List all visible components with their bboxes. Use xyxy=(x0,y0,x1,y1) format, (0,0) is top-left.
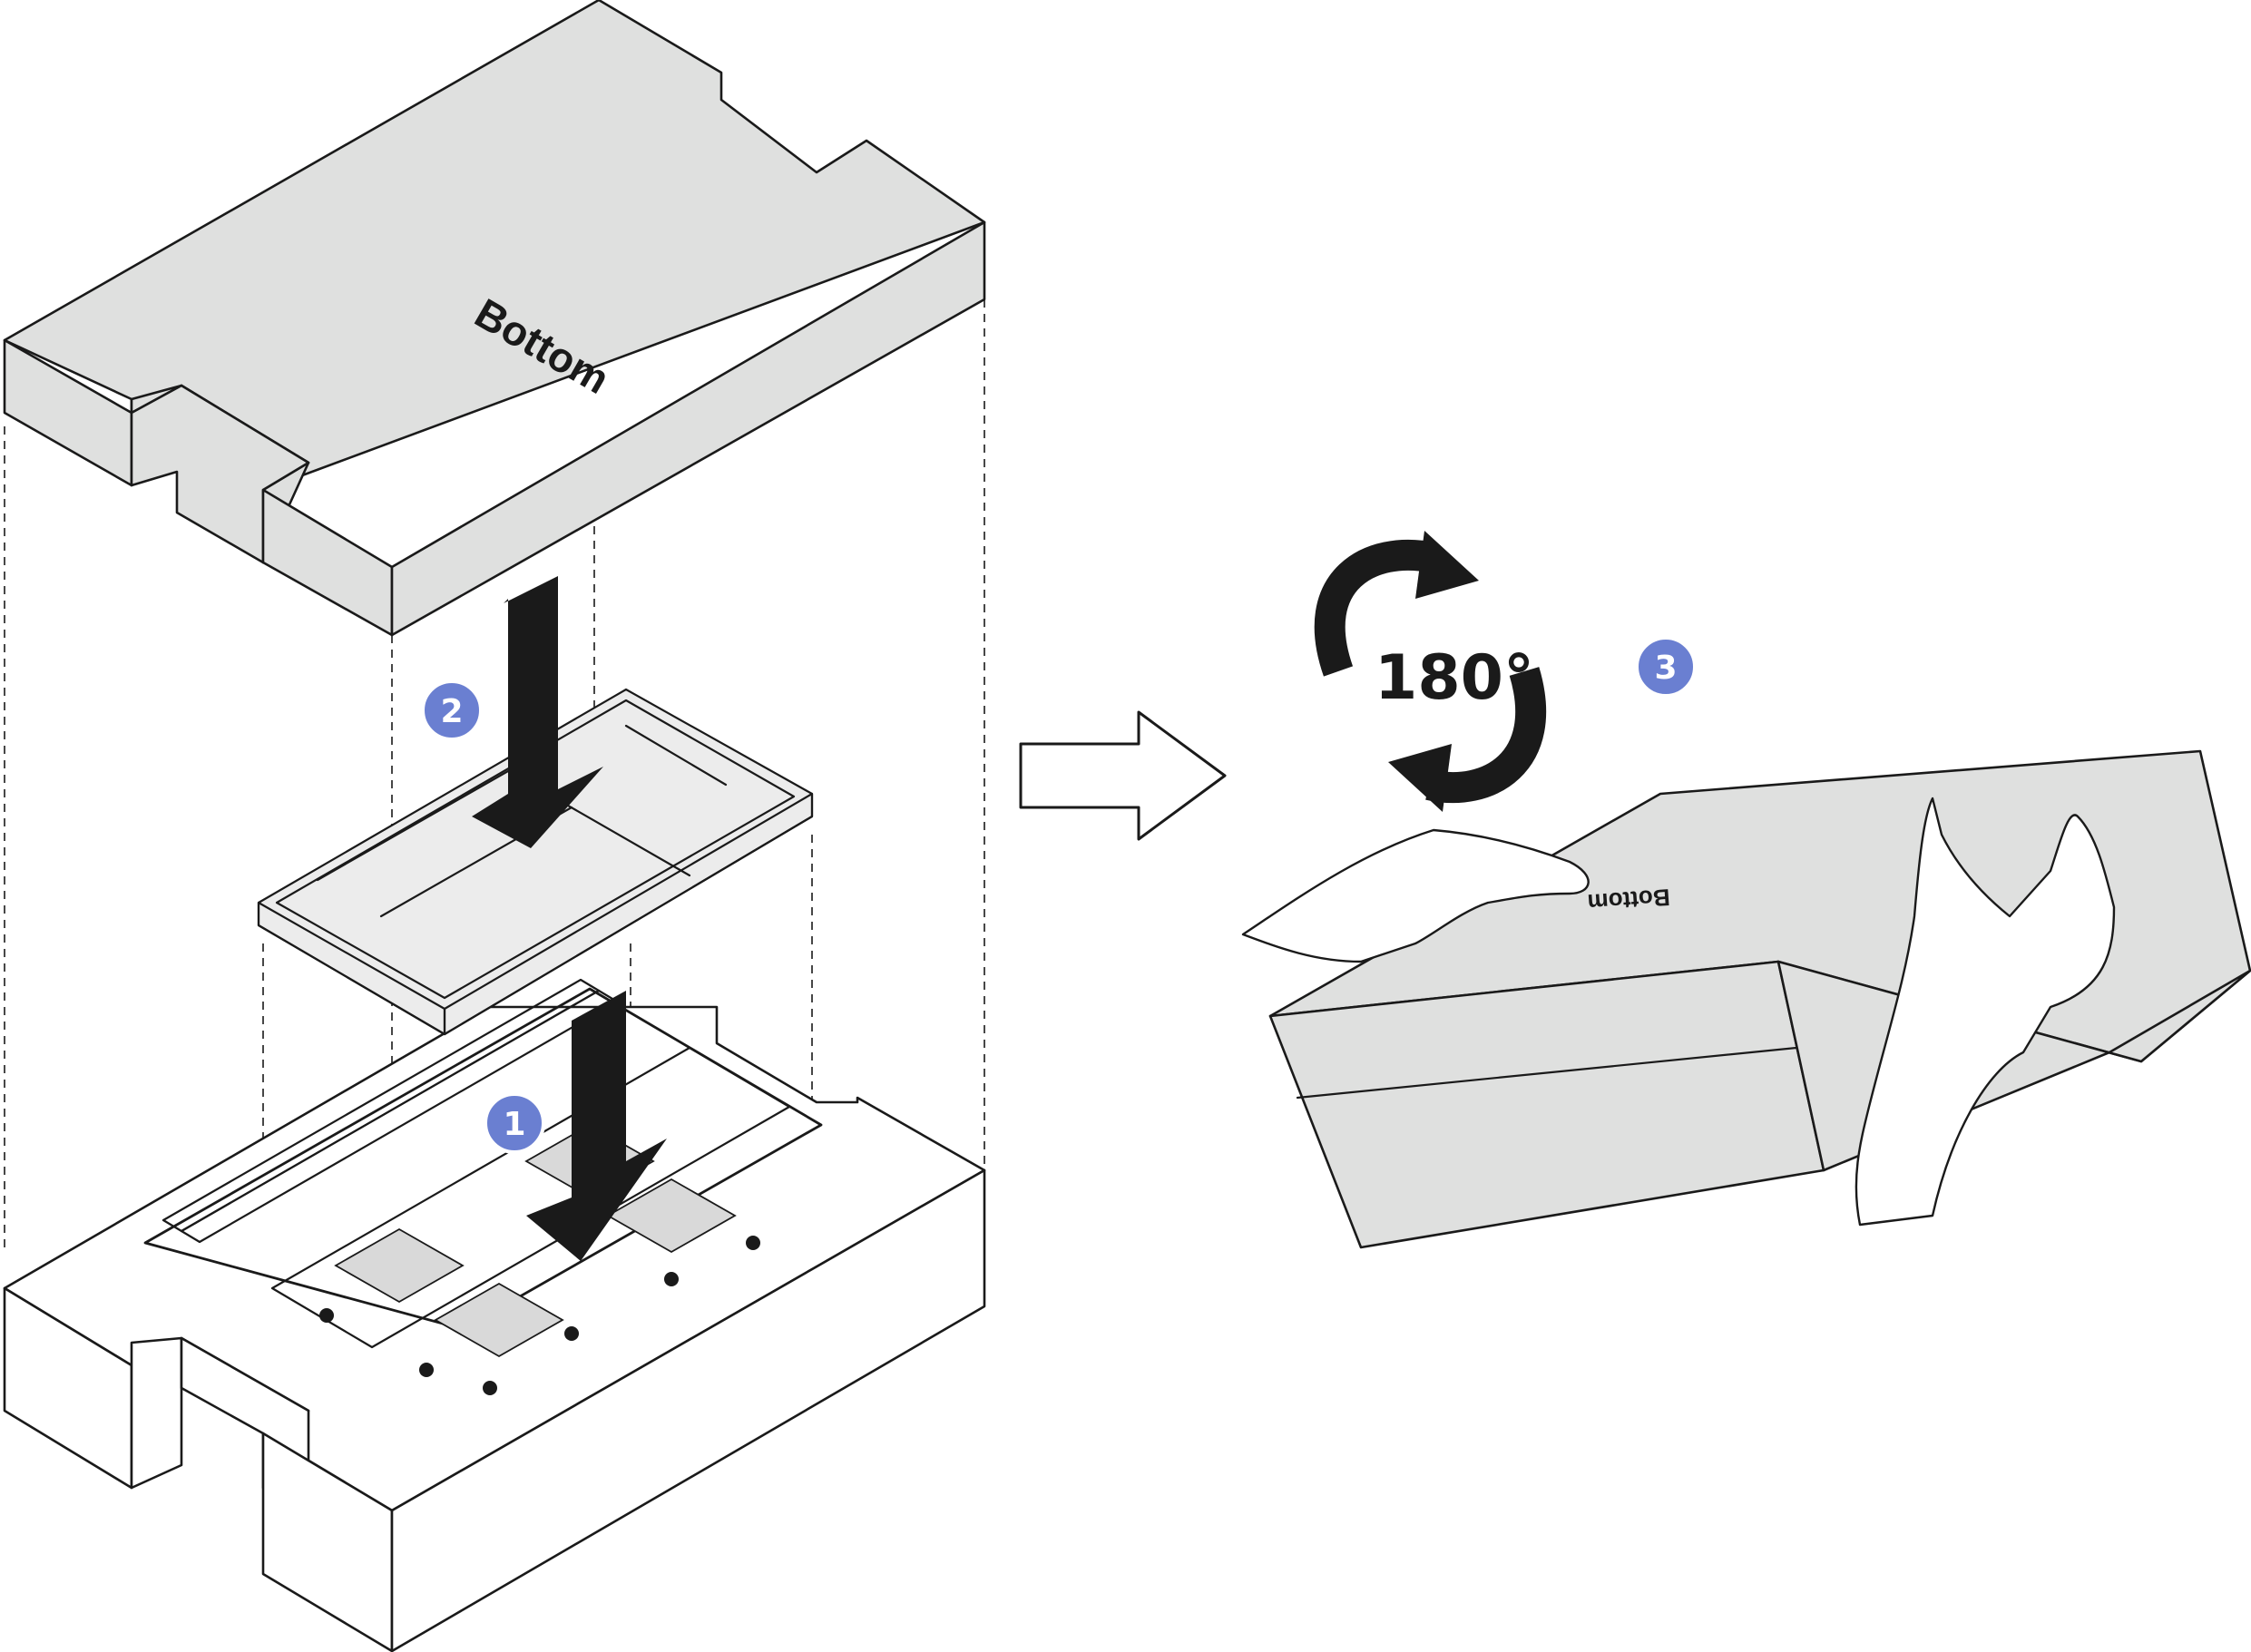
svg-text:1: 1 xyxy=(503,1106,525,1143)
arrow-right-next xyxy=(1019,710,1227,841)
box-label: Bottom xyxy=(1587,884,1671,916)
step-badge-3: 3 xyxy=(1635,636,1697,698)
foam-base-bottom xyxy=(3,1005,986,1652)
arrow-down-cover xyxy=(472,576,603,848)
arrow-down-tray xyxy=(526,991,667,1261)
svg-text:2: 2 xyxy=(440,693,463,730)
foam-cover-top: Bottom xyxy=(3,0,986,637)
step-badge-2: 2 xyxy=(421,679,483,741)
step-badge-1: 1 xyxy=(484,1092,545,1154)
left-hand xyxy=(1241,828,1590,963)
flipped-box: Bottom xyxy=(1268,749,2251,1249)
right-hand xyxy=(1855,797,2116,1227)
svg-text:3: 3 xyxy=(1654,650,1677,687)
rotation-label: 180° xyxy=(1375,642,1534,714)
rotate-180-icon: 180° xyxy=(1314,531,1547,812)
